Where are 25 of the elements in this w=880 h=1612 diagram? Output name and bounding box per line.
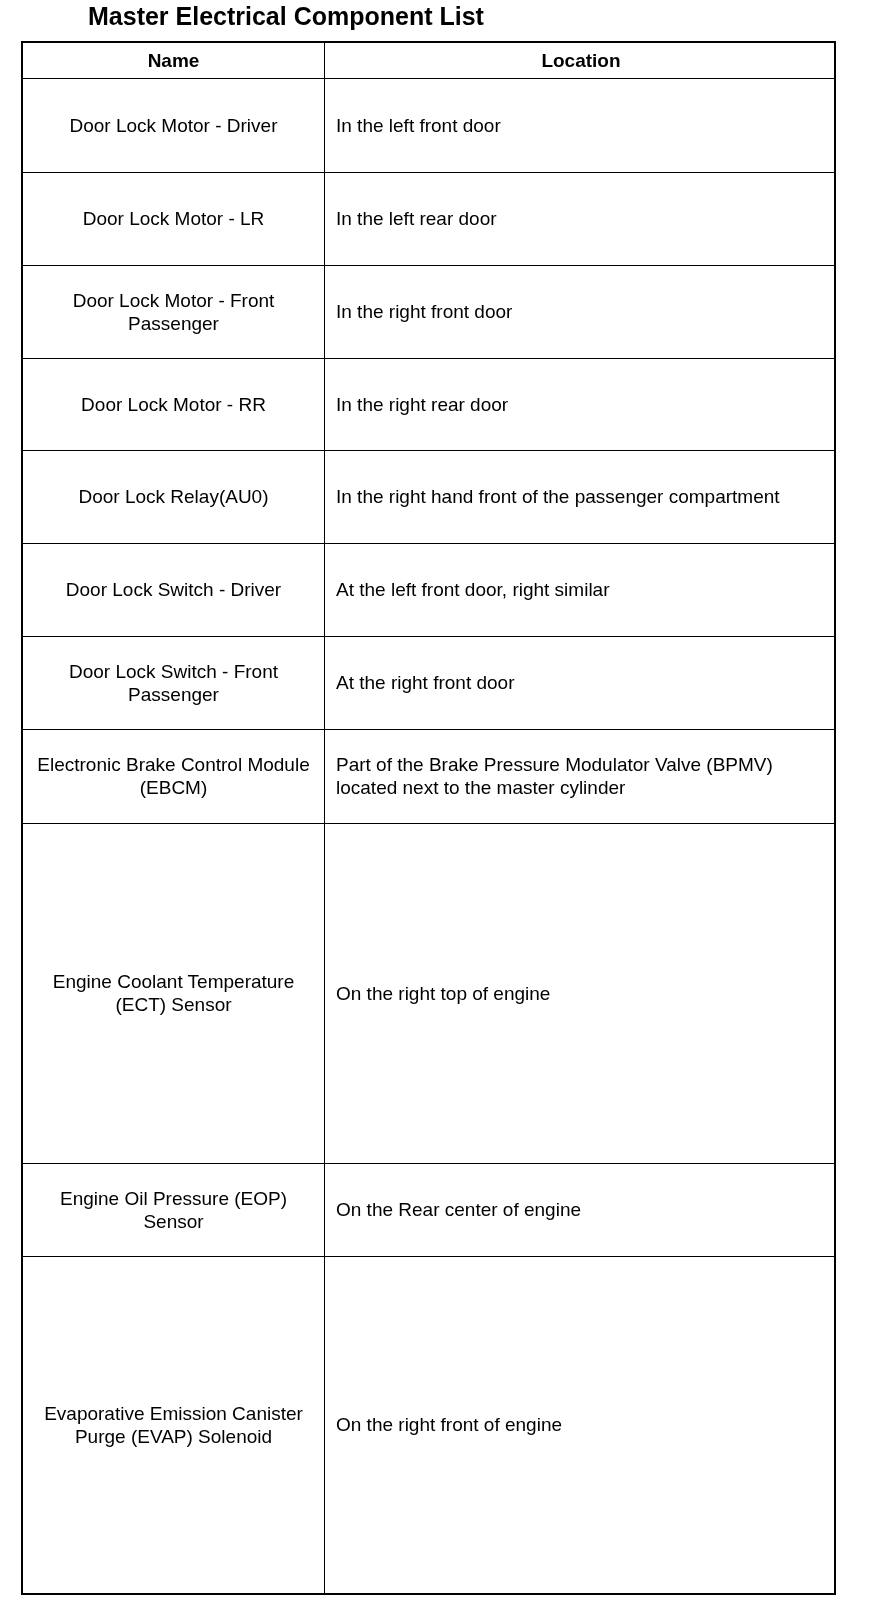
component-name: Door Lock Switch - Front Passenger (68, 660, 279, 705)
component-location: On the right top of engine (336, 982, 551, 1004)
component-name: Door Lock Motor - LR (82, 208, 265, 229)
component-location: In the left rear door (336, 208, 497, 229)
component-name: Door Lock Relay(AU0) (78, 486, 269, 507)
component-location: At the left front door, right similar (336, 579, 610, 600)
component-location: In the right rear door (336, 393, 509, 415)
component-name: Door Lock Motor - RR (81, 393, 266, 415)
component-name: Evaporative Emission Canister Purge (EVAP) Solenoid (44, 1402, 303, 1447)
component-name: Engine Coolant Temperature (ECT) Sensor (52, 971, 295, 1015)
component-name: Door Lock Motor - Driver (69, 114, 278, 136)
component-location: In the right front door (336, 301, 513, 322)
component-location: At the right front door (336, 672, 515, 693)
component-name: Door Lock Motor - Front Passenger (72, 289, 275, 334)
component-location: On the Rear center of engine (336, 1199, 582, 1220)
component-location: In the left front door (336, 114, 501, 136)
component-location: In the right hand front of the passenger compartment (336, 486, 780, 507)
column-header: Location (541, 49, 621, 71)
component-name: Engine Oil Pressure (EOP) Sensor (60, 1187, 287, 1232)
column-header: Name (147, 49, 200, 71)
component-name: Door Lock Switch - Driver (65, 579, 282, 600)
component-location: On the right front of engine (336, 1414, 563, 1436)
component-name: Electronic Brake Control Module (EBCM) (37, 754, 310, 798)
component-location: Part of the Brake Pressure Modulator Valve (BPMV) located next to the master cylinder (336, 754, 773, 798)
table-title: Master Electrical Component List (88, 2, 484, 31)
